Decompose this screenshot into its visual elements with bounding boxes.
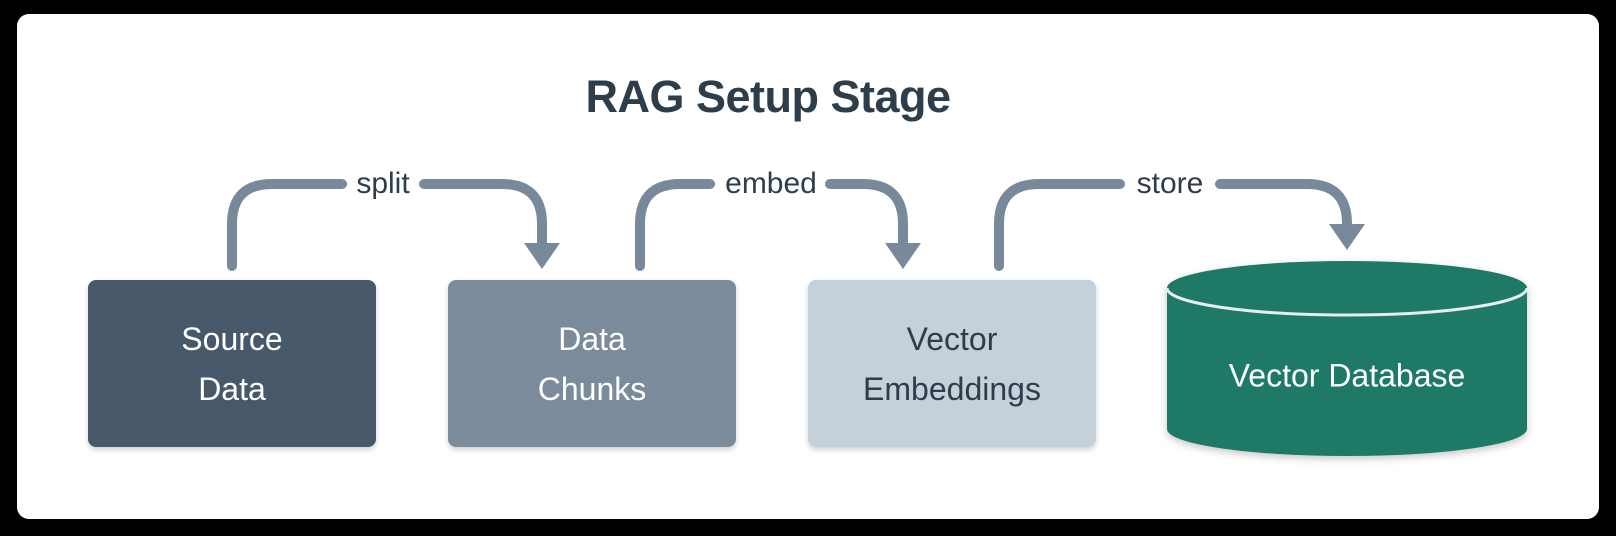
node-data-chunks-label: Data Chunks (537, 320, 647, 407)
edge-store (994, 179, 1365, 271)
arrow-down-icon (1329, 224, 1365, 250)
edge-embed-line-right (825, 179, 908, 251)
cylinder-rim (1166, 287, 1528, 317)
node-source-data-label: Source Data (181, 320, 283, 407)
node-vector-database-label: Vector Database (1228, 357, 1466, 394)
edge-embed-line-left (635, 179, 715, 271)
node-source-data: Source Data (88, 280, 376, 447)
edge-split-line-right (419, 179, 547, 251)
cylinder-body (1167, 261, 1527, 456)
node-vector-embeddings: Vector Embeddings (808, 280, 1096, 447)
node-data-chunks: Data Chunks (448, 280, 736, 447)
edge-label-split: split (351, 167, 415, 201)
node-vector-embeddings-label: Vector Embeddings (863, 320, 1041, 407)
edge-embed (635, 179, 921, 271)
edge-store-line-right (1215, 179, 1352, 232)
arrow-down-icon (524, 243, 560, 269)
arrow-down-icon (885, 243, 921, 269)
edge-split (227, 179, 560, 271)
edge-split-line-left (227, 179, 347, 271)
node-vector-database: Vector Database (1166, 260, 1528, 457)
edge-label-embed: embed (720, 167, 822, 201)
edge-store-line-left (994, 179, 1125, 271)
database-cylinder-icon (1166, 261, 1528, 456)
edge-label-store: store (1131, 167, 1209, 201)
diagram-title: RAG Setup Stage (585, 71, 951, 122)
